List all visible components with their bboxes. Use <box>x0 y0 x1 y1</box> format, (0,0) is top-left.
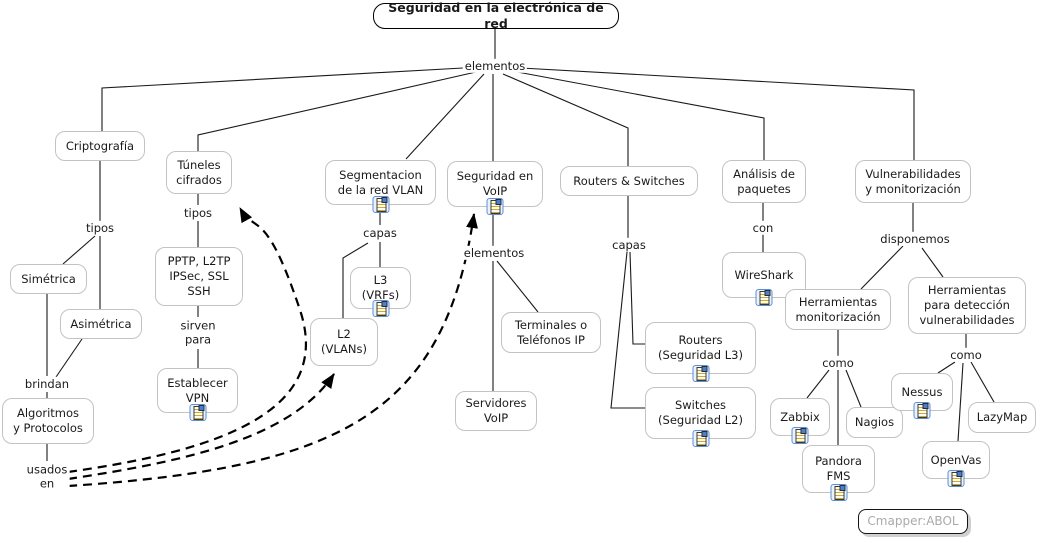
phrase-con[interactable]: con <box>750 220 776 236</box>
node-l2-vlans[interactable]: L2 (VLANs) <box>310 318 378 366</box>
node-asimetrica[interactable]: Asimétrica <box>60 309 142 339</box>
phrase-como-deteccion[interactable]: como <box>948 347 984 363</box>
node-switches-seguridad-l2[interactable]: Switches (Seguridad L2) <box>645 387 756 447</box>
node-routers-seguridad-l3[interactable]: Routers (Seguridad L3) <box>645 322 756 382</box>
arrow-usados-en-to-voip <box>67 213 478 488</box>
phrase-usados-en[interactable]: usados en <box>24 462 70 492</box>
node-servidores-voip[interactable]: Servidores VoIP <box>455 391 537 431</box>
node-segmentacion-vlan[interactable]: Segmentacion de la red VLAN <box>325 160 436 213</box>
node-vulnerabilidades[interactable]: Vulnerabilidades y monitorización <box>855 160 971 203</box>
node-seguridad-voip[interactable]: Seguridad en VoIP <box>447 161 543 215</box>
phrase-disponemos[interactable]: disponemos <box>878 231 952 247</box>
node-algoritmos-protocolos[interactable]: Algoritmos y Protocolos <box>2 398 94 444</box>
dashed-arrows <box>67 207 478 488</box>
node-analisis-paquetes[interactable]: Análisis de paquetes <box>722 160 806 203</box>
node-protocolos-tunel[interactable]: PPTP, L2TP IPSec, SSL SSH <box>155 247 243 306</box>
node-simetrica[interactable]: Simétrica <box>10 264 87 294</box>
document-icon[interactable] <box>913 402 931 419</box>
node-zabbix[interactable]: Zabbix <box>770 398 830 444</box>
node-criptografia[interactable]: Criptografía <box>55 131 145 161</box>
node-routers-switches[interactable]: Routers & Switches <box>560 166 698 196</box>
document-icon[interactable] <box>755 289 773 306</box>
node-nessus[interactable]: Nessus <box>891 373 953 419</box>
document-icon[interactable] <box>791 427 809 444</box>
phrase-capas-routers-switches[interactable]: capas <box>610 237 648 253</box>
node-establecer-vpn[interactable]: Establecer VPN <box>157 368 238 421</box>
phrase-brindan[interactable]: brindan <box>22 376 72 392</box>
arrow-usados-en-to-tuneles <box>67 207 307 474</box>
document-icon[interactable] <box>830 484 847 501</box>
phrase-elementos-voip[interactable]: elementos <box>461 245 527 261</box>
node-openvas[interactable]: OpenVas <box>922 441 990 487</box>
node-nagios[interactable]: Nagios <box>846 407 903 438</box>
node-title[interactable]: Seguridad en la electrónica de red <box>373 0 619 31</box>
node-terminales-telefonos[interactable]: Terminales o Teléfonos IP <box>501 312 601 353</box>
node-herramientas-monitorizacion[interactable]: Herramientas monitorización <box>785 289 891 330</box>
solid-connectors <box>46 29 995 461</box>
phrase-como-monitorizacion[interactable]: como <box>820 355 856 371</box>
arrow-usados-en-to-l2 <box>67 373 335 481</box>
document-icon[interactable] <box>692 365 709 382</box>
document-icon[interactable] <box>486 198 504 215</box>
author-badge[interactable]: Cmapper:ABOL <box>858 509 968 534</box>
document-icon[interactable] <box>692 430 709 447</box>
document-icon[interactable] <box>372 300 389 317</box>
phrase-capas-segmentacion[interactable]: capas <box>361 225 399 241</box>
map-title: Seguridad en la electrónica de red <box>388 0 604 31</box>
node-l3-vrfs[interactable]: L3 (VRFs) <box>350 267 411 317</box>
phrase-elementos-root[interactable]: elementos <box>462 58 528 74</box>
author-label: Cmapper:ABOL <box>867 513 959 528</box>
phrase-sirven-para[interactable]: sirven para <box>178 318 218 348</box>
node-lazymap[interactable]: LazyMap <box>968 402 1036 433</box>
document-icon[interactable] <box>189 404 206 421</box>
phrase-tipos-tuneles[interactable]: tipos <box>181 205 215 221</box>
document-icon[interactable] <box>947 470 965 487</box>
phrase-tipos-criptografia[interactable]: tipos <box>83 220 117 236</box>
node-tuneles-cifrados[interactable]: Túneles cifrados <box>166 151 232 194</box>
document-icon[interactable] <box>372 196 389 213</box>
node-herramientas-deteccion[interactable]: Herramientas para detección vulnerabilid… <box>908 277 1026 334</box>
node-pandora-fms[interactable]: Pandora FMS <box>802 445 875 501</box>
